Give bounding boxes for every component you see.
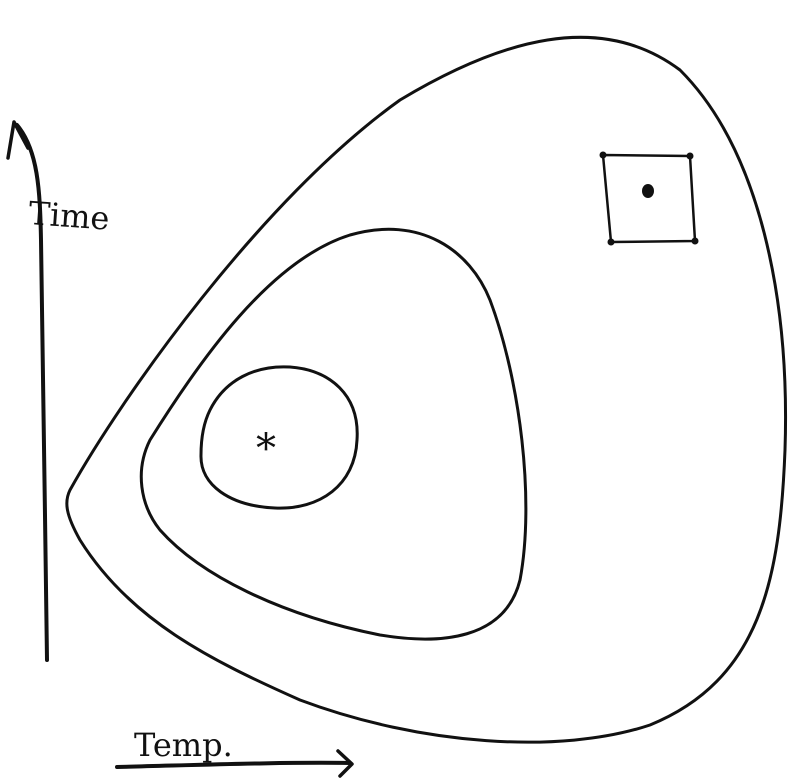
x-axis-line [115,760,352,769]
y-axis-line [15,123,49,662]
inner-contour [199,365,359,510]
arrow-right-icon [336,749,354,778]
square-corner-dot [607,238,615,246]
arrow-up-icon [6,120,30,160]
outer-contour [65,35,787,744]
y-axis-label: Time [27,194,110,238]
optimum-asterisk-marker: * [256,426,276,472]
x-axis [115,749,354,778]
square-corner-dot [686,152,694,160]
x-axis-label: Temp. [134,726,233,764]
center-point [642,184,654,198]
square-region [599,151,699,246]
middle-contour [139,227,528,641]
y-axis [6,120,49,662]
square-outline [601,153,697,244]
square-corner-dot [599,151,607,159]
square-corner-dot [691,237,699,245]
